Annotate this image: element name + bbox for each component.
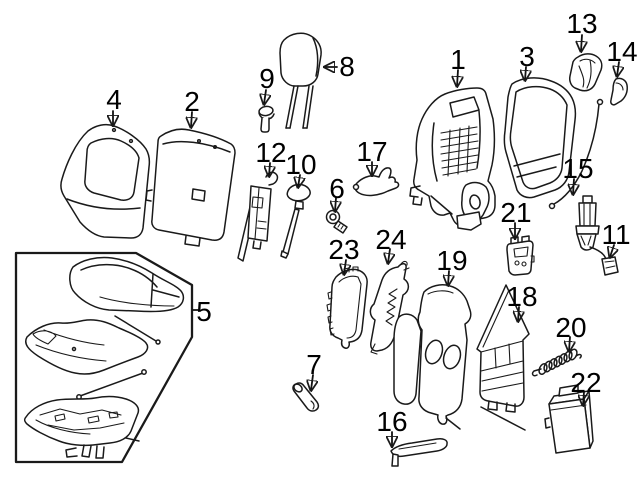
callout-13-arrow	[581, 34, 582, 51]
callout-23-side-bolster-pad: 23	[328, 234, 360, 274]
callout-3-seat-back-panel: 3	[519, 41, 535, 80]
callout-15-arrow	[573, 178, 574, 194]
part-14-hook-trim-drawing	[610, 77, 628, 106]
part-1-seat-back-frame-drawing	[409, 87, 496, 231]
callout-20-label: 20	[555, 312, 586, 343]
part-21-adjust-switch-drawing	[506, 235, 535, 276]
part-3-seat-back-panel-drawing	[503, 77, 577, 199]
callout-14-label: 14	[606, 36, 637, 67]
callout-14-hook-trim: 14	[606, 36, 638, 76]
callout-18-seat-back-board: 18	[506, 281, 538, 321]
part-4-seat-back-cover-outer-drawing	[60, 123, 151, 239]
callout-8-label: 8	[339, 51, 355, 82]
callout-13-label: 13	[566, 8, 597, 39]
callout-11-adjuster-motor: 11	[601, 219, 631, 257]
callout-24-label: 24	[375, 224, 406, 255]
callout-23-label: 23	[328, 234, 359, 265]
callout-14-arrow	[617, 61, 619, 76]
callout-5-label: 5	[196, 296, 212, 327]
callout-23-arrow	[344, 259, 346, 274]
callout-20-arrow	[569, 336, 570, 351]
callout-17-support-bracket: 17	[356, 136, 388, 175]
callout-10-arrow	[298, 174, 300, 187]
callout-1-label: 1	[450, 44, 466, 75]
callout-6-arrow	[335, 197, 336, 211]
callout-2-label: 2	[184, 86, 200, 117]
callout-16-label: 16	[376, 406, 407, 437]
callout-7-label: 7	[306, 349, 322, 380]
callout-9-arrow	[264, 89, 266, 104]
callout-19-label: 19	[436, 245, 467, 276]
part-23-side-bolster-pad-drawing	[326, 266, 368, 349]
part-8-headrest-drawing	[279, 32, 322, 129]
part-10-guide-rod-drawing	[280, 183, 311, 259]
callout-24-side-trim-strip: 24	[375, 224, 407, 263]
callout-12-lock-actuator: 12	[255, 137, 287, 176]
callout-15-label: 15	[562, 153, 593, 184]
callout-13-side-cover: 13	[566, 8, 598, 51]
part-6-socket-bolt-drawing	[325, 209, 348, 234]
callout-16-rail-cover: 16	[376, 406, 408, 446]
part-17-support-bracket-drawing	[352, 167, 400, 197]
part-9-headrest-guide-screw-drawing	[258, 105, 275, 133]
callout-17-label: 17	[356, 136, 387, 167]
callout-3-arrow	[525, 66, 526, 80]
part-illustrations	[14, 32, 628, 467]
callout-1-seat-back-frame: 1	[450, 44, 466, 86]
callout-3-label: 3	[519, 41, 535, 72]
callout-22-arrow	[583, 391, 584, 405]
callout-8-headrest: 8	[325, 51, 355, 82]
callout-15-bowden-cable: 15	[562, 153, 594, 194]
part-19-seat-back-pad-drawing	[393, 284, 472, 430]
callout-22-control-module: 22	[570, 367, 602, 405]
callout-22-label: 22	[570, 367, 601, 398]
callout-19-arrow	[448, 270, 449, 285]
callout-2-seat-back-cover: 2	[184, 86, 200, 127]
callout-4-seat-back-cover-outer: 4	[106, 84, 122, 125]
callout-9-label: 9	[259, 63, 275, 94]
part-15-bowden-cable-drawing	[548, 98, 604, 210]
callout-7-arrow	[311, 374, 313, 390]
callout-18-label: 18	[506, 281, 537, 312]
callout-12-arrow	[269, 162, 270, 176]
part-24-side-trim-strip-drawing	[369, 260, 410, 355]
callout-6-socket-bolt: 6	[329, 173, 345, 211]
callout-6-label: 6	[329, 173, 345, 204]
callout-18-arrow	[518, 306, 519, 321]
part-11-adjuster-motor-drawing	[575, 195, 619, 276]
callout-4-label: 4	[106, 84, 122, 115]
callout-1-arrow	[457, 69, 458, 86]
part-7-pivot-pin-drawing	[292, 382, 320, 412]
callout-19-seat-back-pad: 19	[436, 245, 468, 285]
part-5-seat-cushion-assembly-drawing	[14, 251, 194, 464]
callout-24-arrow	[388, 248, 390, 263]
callout-5-seat-cushion-assembly: 5	[192, 296, 212, 327]
callout-2-arrow	[191, 111, 192, 127]
callout-11-label: 11	[601, 219, 630, 250]
callout-21-adjust-switch: 21	[500, 197, 532, 238]
callout-10-label: 10	[285, 149, 316, 180]
callout-9-headrest-guide-screw: 9	[259, 63, 275, 104]
part-12-lock-actuator-drawing	[237, 171, 279, 262]
callout-7-pivot-pin: 7	[306, 349, 322, 390]
callout-10-guide-rod: 10	[285, 149, 317, 187]
callout-21-label: 21	[500, 197, 531, 228]
callout-12-label: 12	[255, 137, 286, 168]
part-13-side-cover-drawing	[569, 53, 603, 92]
callout-20-tension-spring: 20	[555, 312, 587, 351]
part-16-rail-cover-drawing	[390, 438, 448, 467]
part-2-seat-back-cover-drawing	[145, 128, 236, 247]
callout-11-arrow	[610, 244, 614, 257]
